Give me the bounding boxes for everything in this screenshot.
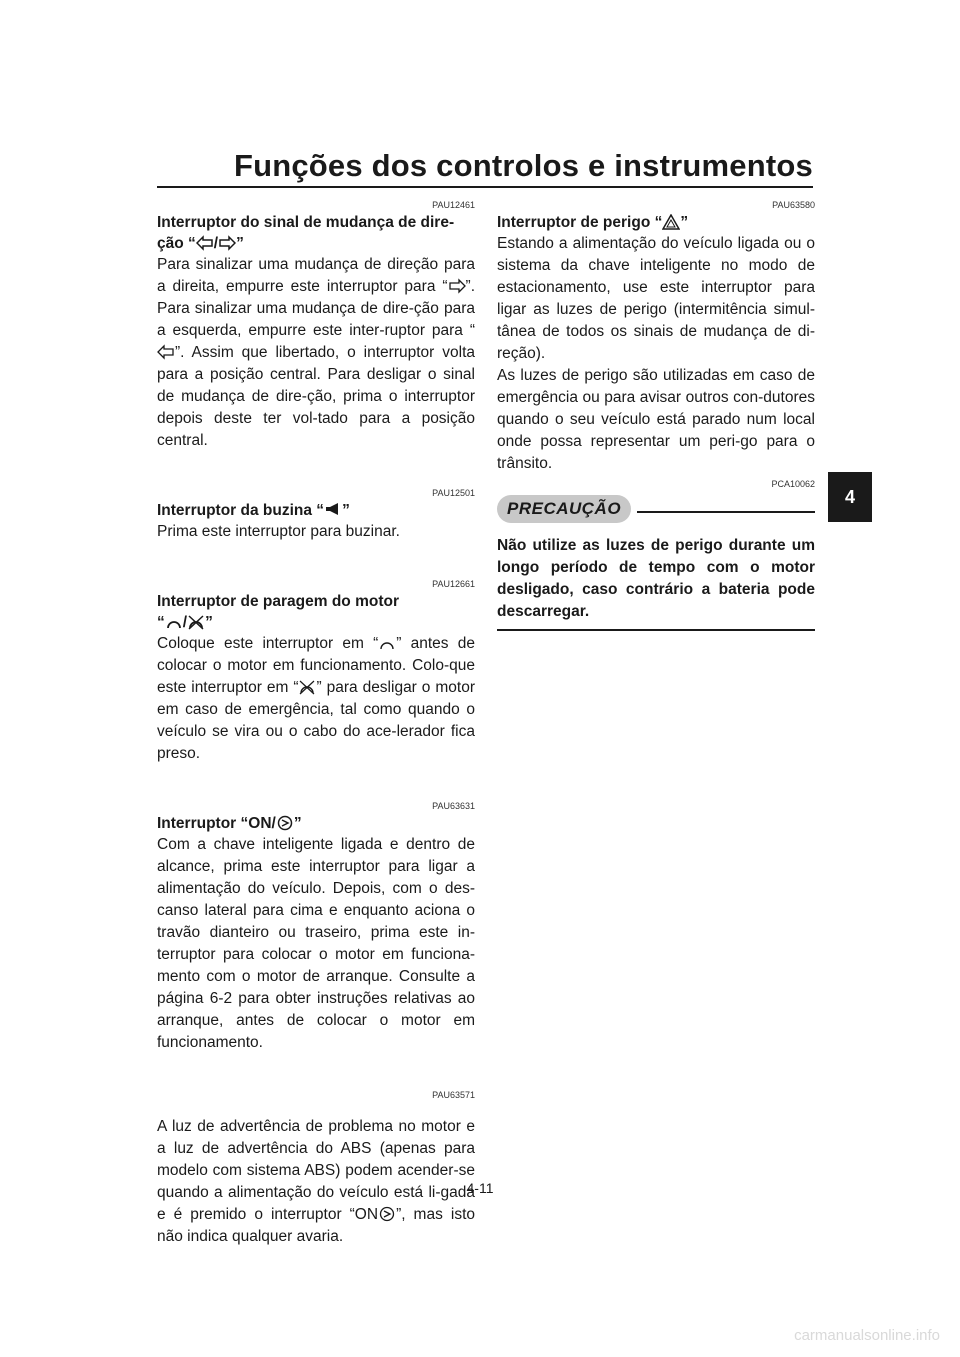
left-column: PAU12461 Interruptor do sinal de mudança… xyxy=(157,200,475,1248)
title-underline xyxy=(157,186,813,188)
hazard-heading: Interruptor de perigo “” xyxy=(497,214,689,231)
right-arrow-icon xyxy=(448,278,466,294)
warning-light-text: A luz de advertência de problema no moto… xyxy=(157,1118,475,1245)
start-switch-icon xyxy=(277,815,293,831)
hazard-text-2: As luzes de perigo são utilizadas em cas… xyxy=(497,367,815,472)
page-number: 4-11 xyxy=(466,1180,494,1196)
start-switch-heading: Interruptor “ON/” xyxy=(157,815,302,832)
engine-run-icon xyxy=(166,621,181,629)
section-code: PCA10062 xyxy=(771,479,815,489)
left-arrow-icon xyxy=(195,235,213,251)
caution-text: Não utilize as luzes de perigo durante u… xyxy=(497,537,815,620)
hazard-text-1: Estando a alimentação do veículo ligada … xyxy=(497,235,815,362)
section-code: PAU12461 xyxy=(432,200,475,210)
engine-stop-text: Coloque este interruptor em “” antes de … xyxy=(157,635,475,762)
section-code: PAU63631 xyxy=(432,801,475,811)
chapter-tab: 4 xyxy=(828,472,872,522)
page-title: Funções dos controlos e instrumentos xyxy=(233,148,813,183)
horn-heading: Interruptor da buzina “” xyxy=(157,502,350,519)
start-switch-text: Com a chave inteligente ligada e dentro … xyxy=(157,836,475,1051)
horn-icon xyxy=(326,503,339,515)
section-code: PAU12661 xyxy=(432,579,475,589)
caution-label: PRECAUÇÃO xyxy=(497,495,632,523)
section-code: PAU12501 xyxy=(432,488,475,498)
start-switch-icon xyxy=(379,1206,395,1222)
caution-end-rule xyxy=(497,629,815,631)
caution-rule xyxy=(637,511,815,513)
turn-signal-text: Para sinalizar uma mudança de direção pa… xyxy=(157,256,475,449)
right-arrow-icon xyxy=(219,235,237,251)
turn-signal-heading: Interruptor do sinal de mudança de dire-… xyxy=(157,214,455,252)
engine-stop-heading: Interruptor de paragem do motor “/” xyxy=(157,593,399,631)
horn-text: Prima este interruptor para buzinar. xyxy=(157,523,400,540)
watermark: carmanualsonline.info xyxy=(794,1327,940,1344)
section-code: PAU63580 xyxy=(772,200,815,210)
engine-stop-icon xyxy=(188,615,204,630)
right-column: PAU63580 Interruptor de perigo “” Estand… xyxy=(497,200,815,631)
caution-header: PRECAUÇÃO xyxy=(497,495,815,529)
engine-run-icon xyxy=(380,642,394,650)
engine-stop-icon xyxy=(300,680,315,695)
left-arrow-icon xyxy=(157,344,174,360)
section-code: PAU63571 xyxy=(432,1090,475,1100)
hazard-triangle-icon xyxy=(662,214,681,230)
